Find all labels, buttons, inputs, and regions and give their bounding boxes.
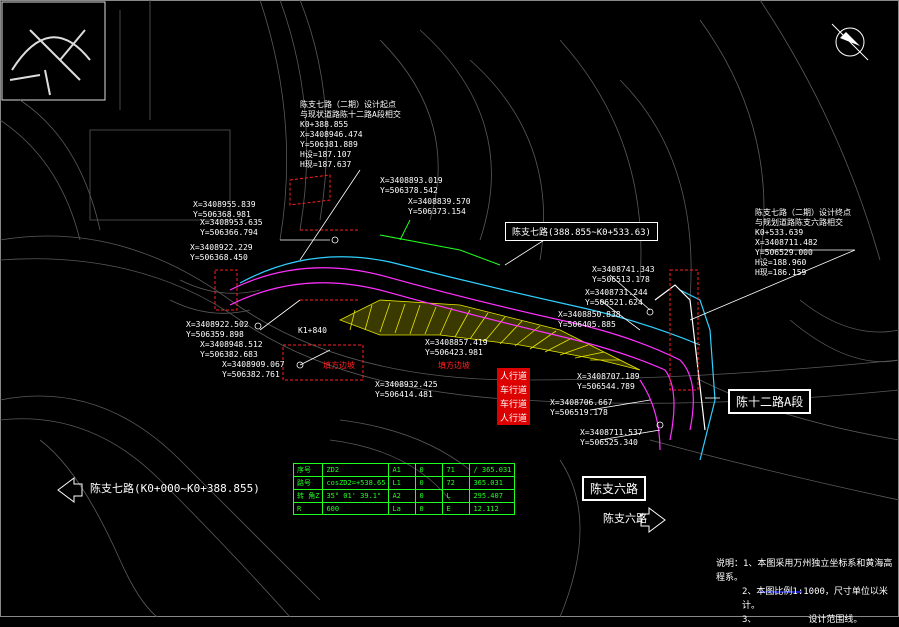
sidewalk-tag: 人行道 [497,410,531,425]
start-callout-line: H现=187.637 [300,160,352,169]
fill-slope-hatch [339,299,641,371]
note-line: 2、本图比例1:1000，尺寸单位以米计。 [742,587,888,611]
end-callout-line: 陈支七路（二期）设计终点 [755,208,851,217]
key-map-frame [1,1,106,101]
key-map-road-icon [9,29,91,96]
control-point [656,421,664,429]
chen6-road-box: 陈支六路 [582,476,647,501]
fill-slope-label: 填方边坡 [323,361,355,370]
chen12-road-box: 陈十二路A段 [728,389,812,414]
start-callout: 陈支七路（二期）设计起点 与现状道路陈十二路A段相交 K0+388.855 X=… [300,100,401,170]
note-line: 说明：1、本图采用万州独立坐标系和黄海高程系。 [716,559,893,583]
start-callout-line: X=3408946.474 [300,130,363,139]
end-callout-line: 与规划道路陈支六路相交 [755,218,843,227]
end-callout-line: H现=186.159 [755,268,807,277]
carriageway-tag: 车行道 [497,382,531,397]
fill-slope-label: 填方边坡 [438,361,470,370]
road7-arrow-label: 陈支七路(K0+000~K0+388.855) [90,482,260,495]
start-callout-line: 与现状道路陈十二路A段相交 [300,110,401,119]
note-line: 3、设计范围线。 [742,615,863,625]
sidewalk-tag: 人行道 [497,368,531,383]
end-callout-line: K0+533.639 [755,228,804,237]
green-reference-lines [379,219,501,266]
start-callout-line: 陈支七路（二期）设计起点 [300,100,396,109]
road-alignment [229,256,716,461]
control-point [296,361,304,369]
control-point [646,308,654,316]
start-callout-line: H设=187.107 [300,150,352,159]
control-point [254,322,262,330]
end-callout-line: H设=188.960 [755,258,807,267]
road7-range-box: 陈支七路(388.855~K0+533.63) [505,222,658,241]
red-dimension-lines [214,174,699,391]
compass-rose-icon [831,23,869,61]
start-callout-line: Y=506381.889 [300,140,358,149]
end-callout: 陈支七路（二期）设计终点 与规划道路陈支六路相交 K0+533.639 X=34… [755,208,851,278]
chen6-arrow-label: 陈支六路 [603,512,647,525]
end-callout-line: X=3408711.482 [755,238,818,247]
carriageway-tag: 车行道 [497,396,531,411]
arrow-left-icon [57,477,83,503]
station-mark: K1+840 [298,326,327,335]
start-callout-line: K0+388.855 [300,120,349,129]
arrow-right-icon [640,507,666,533]
end-callout-line: Y=506529.000 [755,248,813,257]
control-point [331,236,339,244]
leader-lines [254,169,856,441]
